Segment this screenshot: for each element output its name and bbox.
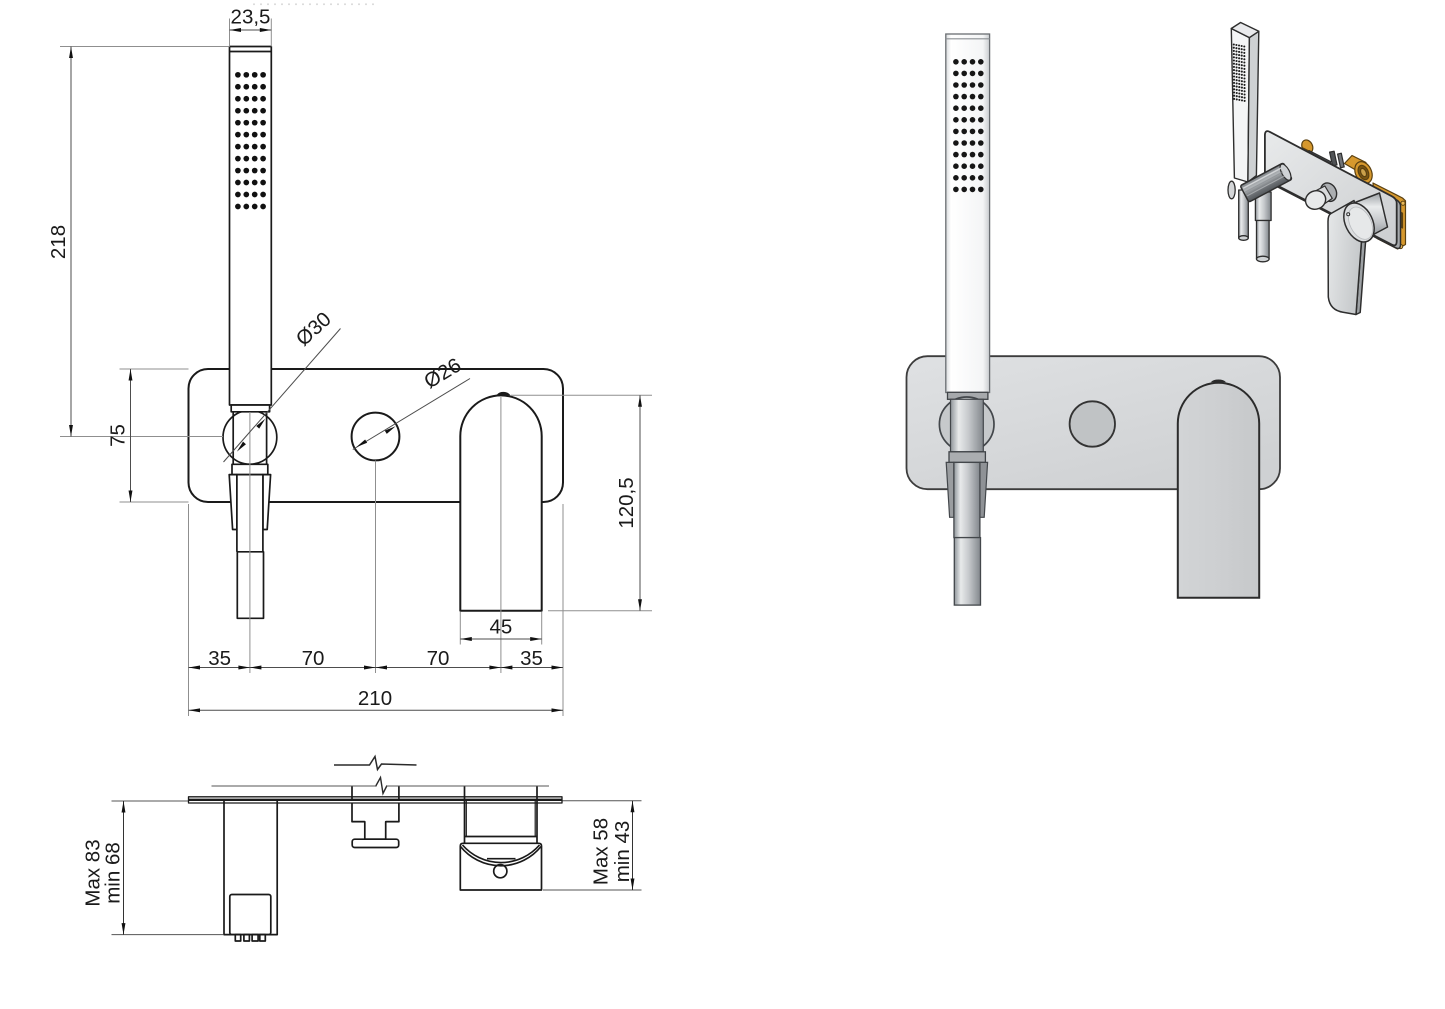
svg-text:35: 35: [520, 647, 543, 670]
svg-text:Max 83: Max 83: [82, 839, 105, 906]
svg-text:70: 70: [427, 647, 450, 670]
svg-text:45: 45: [489, 616, 512, 639]
svg-text:218: 218: [47, 225, 70, 259]
svg-text:Max 58: Max 58: [590, 818, 613, 885]
svg-text:min 68: min 68: [102, 842, 125, 904]
svg-text:75: 75: [107, 424, 130, 447]
svg-text:23,5: 23,5: [231, 6, 271, 29]
svg-text:min 43: min 43: [611, 821, 634, 883]
svg-text:70: 70: [302, 647, 325, 670]
svg-text:35: 35: [208, 647, 231, 670]
svg-text:210: 210: [358, 687, 392, 710]
svg-text:120,5: 120,5: [615, 477, 638, 528]
